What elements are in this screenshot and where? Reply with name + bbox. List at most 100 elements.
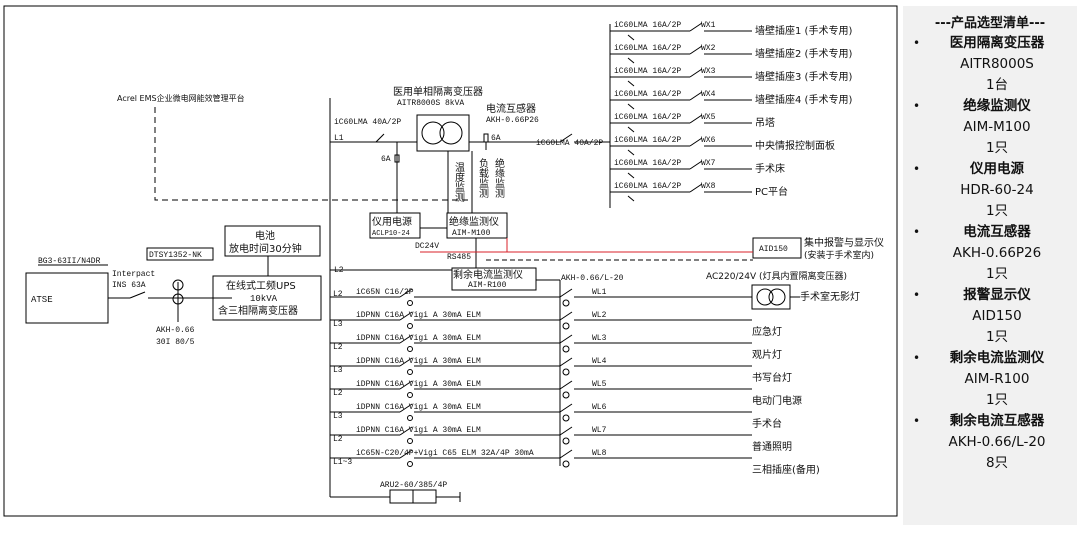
imd-line1: 绝缘监测仪 bbox=[449, 215, 499, 228]
wl-phase: L2 bbox=[333, 389, 343, 398]
rcm-ct-label: AKH-0.66/L-20 bbox=[561, 274, 624, 283]
wiring-diagram: Acrel EMS企业微电网能效管理平台 ATSE BG3-63II/N4DR … bbox=[3, 5, 898, 517]
wl-rcd bbox=[407, 438, 413, 444]
wl-switch bbox=[399, 426, 413, 436]
bullet-icon: • bbox=[913, 99, 921, 113]
wl-phase: L1~3 bbox=[333, 458, 352, 467]
l1-label: L1 bbox=[334, 134, 344, 143]
product-name: 绝缘监测仪 bbox=[963, 98, 1031, 114]
l2-bus-label: L2 bbox=[334, 266, 344, 275]
wl-load: 手术台 bbox=[752, 417, 782, 430]
ups-box bbox=[212, 275, 322, 321]
wx-load: PC平台 bbox=[755, 185, 788, 198]
mid-breaker: iC60LMA 40A/2P bbox=[536, 139, 603, 148]
wl-switch-2 bbox=[559, 288, 573, 298]
wl-id: WL3 bbox=[592, 334, 607, 343]
wl-ct bbox=[562, 437, 570, 445]
wl-breaker: iC65N-C20/4P+Vigi C65 ELM 32A/4P 30mA bbox=[356, 449, 534, 458]
psu-line2: ACLP10-24 bbox=[372, 230, 410, 238]
bullet-icon: • bbox=[913, 351, 921, 365]
wl-switch bbox=[399, 357, 413, 367]
wl-load: 观片灯 bbox=[752, 348, 782, 361]
bullet-icon: • bbox=[913, 288, 921, 302]
bullet-icon: • bbox=[913, 225, 921, 239]
wl-phase: L3 bbox=[333, 412, 343, 421]
bullet-icon: • bbox=[913, 414, 921, 428]
imd-line2: AIM-M100 bbox=[452, 229, 491, 238]
wl-rcd bbox=[407, 369, 413, 375]
wl-load: 应急灯 bbox=[752, 325, 782, 338]
meter-model: DTSY1352-NK bbox=[149, 251, 202, 260]
atse-model: BG3-63II/N4DR bbox=[38, 257, 101, 266]
alarm-line1: 集中报警与显示仪 bbox=[804, 236, 884, 249]
alarm-box bbox=[752, 237, 802, 259]
transformer-model: AITR8000S 8kVA bbox=[397, 99, 464, 108]
wx-breaker: iC60LMA 16A/2P bbox=[614, 21, 681, 30]
transformer-title: 医用单相隔离变压器 bbox=[393, 85, 483, 98]
aid150-label: AID150 bbox=[759, 245, 788, 254]
wl-phase: L3 bbox=[333, 320, 343, 329]
temp-monitor-label: 温度监测 bbox=[453, 162, 465, 203]
wl-switch-2 bbox=[559, 380, 573, 390]
wx-breaker: iC60LMA 16A/2P bbox=[614, 90, 681, 99]
wx-id: WX1 bbox=[701, 21, 716, 30]
insulation-monitor-label: 绝缘监测 bbox=[493, 157, 505, 199]
wx-load: 墙壁插座1 (手术专用) bbox=[755, 24, 852, 37]
wl-switch bbox=[399, 403, 413, 413]
product-qty: 8只 bbox=[985, 455, 1009, 471]
wx-load: 墙壁插座3 (手术专用) bbox=[755, 70, 852, 83]
wx-trip-mark bbox=[627, 195, 635, 202]
interpact-label: Interpact bbox=[112, 270, 155, 279]
wl-switch-2 bbox=[559, 403, 573, 413]
wx-trip-mark bbox=[627, 149, 635, 156]
wx-id: WX5 bbox=[701, 113, 716, 122]
ct2-title: 电流互感器 bbox=[486, 102, 536, 115]
isolation-transformer bbox=[416, 114, 470, 152]
wl-load: 书写台灯 bbox=[752, 371, 792, 384]
product-name: 医用隔离变压器 bbox=[949, 35, 1045, 51]
product-qty: 1只 bbox=[985, 266, 1009, 282]
wl-breaker: iDPNN C16A Vigi A 30mA ELM bbox=[356, 357, 481, 366]
product-model: HDR-60-24 bbox=[960, 182, 1034, 198]
wl-load: 电动门电源 bbox=[752, 394, 802, 407]
wl-load: 手术室无影灯 bbox=[800, 290, 860, 303]
wl-id: WL2 bbox=[592, 311, 607, 320]
wl-rcd bbox=[407, 415, 413, 421]
load-monitor-label: 负载监测 bbox=[477, 157, 489, 199]
wx-id: WX8 bbox=[701, 182, 716, 191]
wl-rcd bbox=[407, 323, 413, 329]
wl-switch-2 bbox=[559, 311, 573, 321]
wl-rcd bbox=[407, 461, 413, 467]
lamp-transformer-label: AC220/24V (灯具内置隔离变压器) bbox=[706, 270, 847, 282]
wx-switch bbox=[689, 22, 703, 32]
wl-breaker: iC65N C16/2P bbox=[356, 288, 414, 297]
ct-ratio: 30I 80/5 bbox=[156, 338, 195, 347]
wl-switch-2 bbox=[559, 426, 573, 436]
wx-switch bbox=[689, 45, 703, 55]
atse-label: ATSE bbox=[31, 295, 53, 305]
alarm-line2: (安装于手术室内) bbox=[804, 249, 874, 261]
wx-load: 中央情报控制面板 bbox=[755, 139, 835, 152]
wl-ct bbox=[562, 368, 570, 376]
product-model: AIM-R100 bbox=[964, 371, 1030, 387]
product-name: 电流互感器 bbox=[963, 224, 1031, 240]
wl-switch bbox=[399, 288, 413, 298]
wl-ct bbox=[562, 460, 570, 468]
wl-load: 普通照明 bbox=[752, 440, 792, 453]
wl-breaker: iDPNN C16A Vigi A 30mA ELM bbox=[356, 426, 481, 435]
platform-label: Acrel EMS企业微电网能效管理平台 bbox=[117, 93, 245, 103]
rs485-label: RS485 bbox=[447, 253, 471, 262]
wl-id: WL5 bbox=[592, 380, 607, 389]
wx-load: 墙壁插座2 (手术专用) bbox=[755, 47, 852, 60]
product-model: AIM-M100 bbox=[963, 119, 1031, 135]
wl-switch bbox=[399, 334, 413, 344]
wx-id: WX6 bbox=[701, 136, 716, 145]
product-qty: 1只 bbox=[985, 392, 1009, 408]
ct-model: AKH-0.66 bbox=[156, 326, 195, 335]
diagram-frame bbox=[3, 5, 898, 517]
wl-phase: L3 bbox=[333, 366, 343, 375]
wx-trip-mark bbox=[627, 103, 635, 110]
